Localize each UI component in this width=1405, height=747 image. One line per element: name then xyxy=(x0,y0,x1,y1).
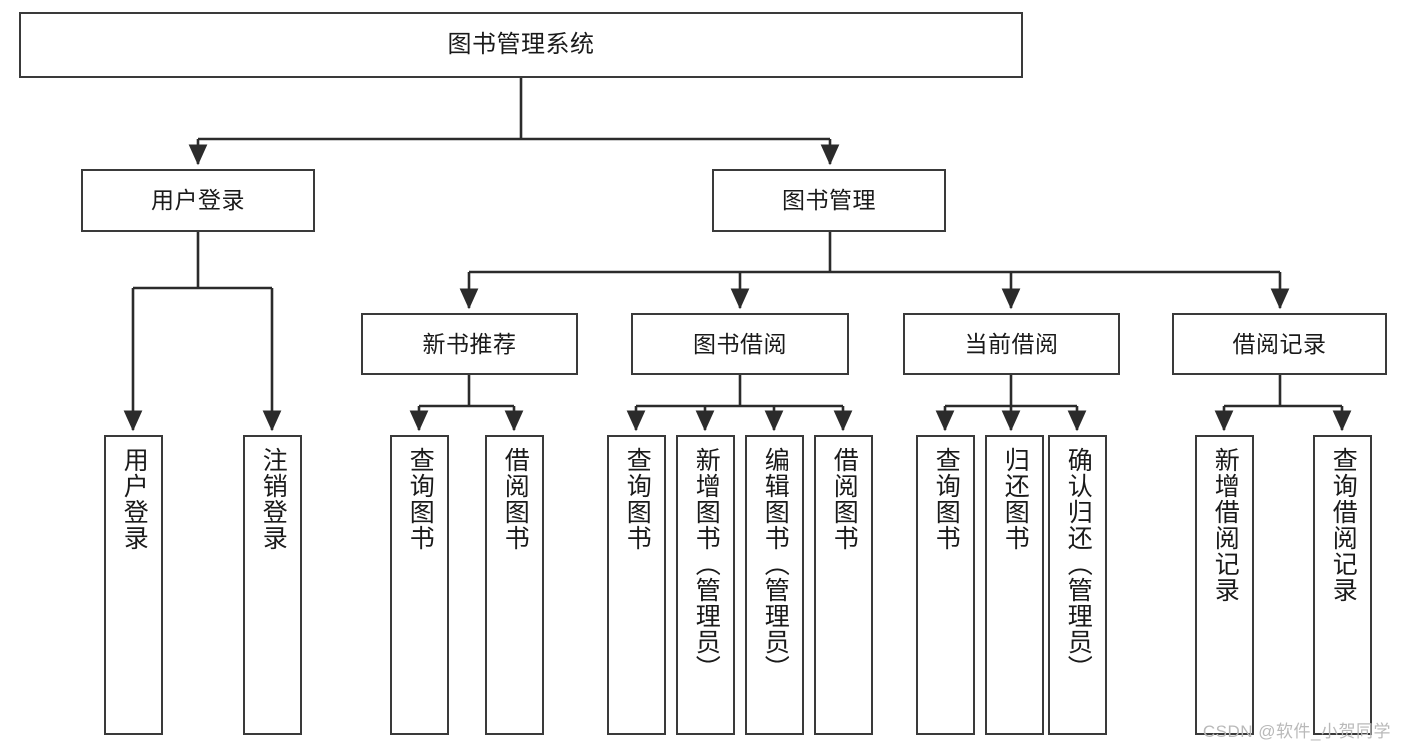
node-label: 新增图书（管理员） xyxy=(692,447,721,681)
node-book-management[interactable]: 图书管理 xyxy=(712,169,946,232)
node-label: 用户登录 xyxy=(151,187,245,214)
leaf-query-book-current[interactable]: 查询图书 xyxy=(916,435,975,735)
leaf-add-book-admin[interactable]: 新增图书（管理员） xyxy=(676,435,735,735)
node-label: 借阅记录 xyxy=(1232,330,1327,357)
node-label: 新书推荐 xyxy=(422,330,517,357)
node-new-book-recommend[interactable]: 新书推荐 xyxy=(361,313,578,375)
node-label: 编辑图书（管理员） xyxy=(761,447,790,681)
node-label: 借阅图书 xyxy=(501,447,530,551)
leaf-confirm-return-admin[interactable]: 确认归还（管理员） xyxy=(1048,435,1107,735)
node-current-borrow[interactable]: 当前借阅 xyxy=(903,313,1120,375)
node-label: 借阅图书 xyxy=(830,447,859,551)
leaf-borrow-book[interactable]: 借阅图书 xyxy=(814,435,873,735)
node-label: 查询图书 xyxy=(623,447,652,551)
node-label: 用户登录 xyxy=(120,447,149,551)
node-label: 当前借阅 xyxy=(964,330,1059,357)
leaf-return-book[interactable]: 归还图书 xyxy=(985,435,1044,735)
node-label: 图书借阅 xyxy=(693,330,787,357)
leaf-add-borrow-record[interactable]: 新增借阅记录 xyxy=(1195,435,1254,735)
node-user-login[interactable]: 用户登录 xyxy=(81,169,315,232)
node-label: 查询借阅记录 xyxy=(1329,447,1358,603)
watermark: CSDN @软件_小贺同学 xyxy=(1202,722,1391,741)
node-label: 查询图书 xyxy=(932,447,961,551)
node-label: 归还图书 xyxy=(1001,447,1030,551)
node-label: 确认归还（管理员） xyxy=(1064,447,1093,681)
leaf-edit-book-admin[interactable]: 编辑图书（管理员） xyxy=(745,435,804,735)
leaf-borrow-book-recommend[interactable]: 借阅图书 xyxy=(485,435,544,735)
leaf-user-login[interactable]: 用户登录 xyxy=(104,435,163,735)
node-book-borrow[interactable]: 图书借阅 xyxy=(631,313,849,375)
node-borrow-record[interactable]: 借阅记录 xyxy=(1172,313,1387,375)
leaf-query-borrow-record[interactable]: 查询借阅记录 xyxy=(1313,435,1372,735)
node-label: 图书管理 xyxy=(782,187,876,214)
node-label: 查询图书 xyxy=(406,447,435,551)
node-label: 图书管理系统 xyxy=(447,31,595,59)
leaf-query-book-borrow[interactable]: 查询图书 xyxy=(607,435,666,735)
node-label: 注销登录 xyxy=(259,447,288,551)
node-label: 新增借阅记录 xyxy=(1211,447,1240,603)
leaf-query-book-recommend[interactable]: 查询图书 xyxy=(390,435,449,735)
leaf-logout-login[interactable]: 注销登录 xyxy=(243,435,302,735)
node-root-book-management-system[interactable]: 图书管理系统 xyxy=(19,12,1023,78)
